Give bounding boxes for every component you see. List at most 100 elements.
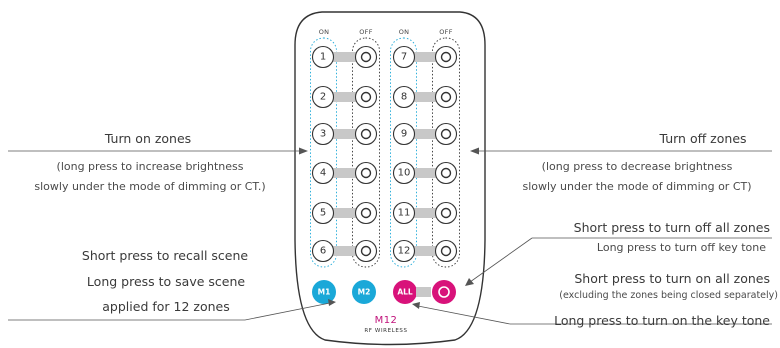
zone-1-label: 1 [320, 52, 326, 63]
row-connector [332, 92, 357, 102]
row-connector [413, 168, 437, 178]
off-ring-icon [360, 128, 372, 140]
zone-7-off-button [434, 45, 458, 69]
zone-12-off-button [434, 239, 458, 263]
row-connector [413, 208, 437, 218]
row-connector [332, 129, 357, 139]
row-connector [413, 92, 437, 102]
zone-12-label: 12 [398, 246, 411, 257]
zone-10-on-button [392, 161, 416, 185]
on-all-text: Short press to turn on all zones [574, 271, 770, 286]
scene-line-diag [244, 302, 331, 321]
off-ring-icon [360, 51, 372, 63]
zone-7-label: 7 [401, 52, 407, 63]
off-ring-icon [440, 167, 452, 179]
zone-2-on-button [311, 85, 335, 109]
zone-3-on-button [311, 122, 335, 146]
off-ring-icon [440, 51, 452, 63]
turn-on-arrowhead [299, 147, 308, 155]
zone-11-off-button [434, 201, 458, 225]
col-on-header-2: ON [398, 28, 410, 36]
zone-3-off-button [354, 122, 378, 146]
row-connector [332, 208, 357, 218]
turn-off-desc-1: (long press to decrease brightness [541, 160, 733, 173]
all-off-button [432, 280, 456, 304]
zone-4-off-button [354, 161, 378, 185]
row-connector [413, 246, 437, 256]
on-key-tone-text: Long press to turn on the key tone [554, 313, 770, 328]
col-off-header-1: OFF [359, 28, 373, 36]
zone-5-label: 5 [320, 208, 326, 219]
zone-8-off-button [434, 85, 458, 109]
on-column-outline-left [310, 37, 337, 268]
zone-5-on-button [311, 201, 335, 225]
zone-1-on-button [311, 45, 335, 69]
zone-7-on-button [392, 45, 416, 69]
brand-subtitle: RF WIRELESS [364, 328, 408, 334]
m2-label: M2 [358, 288, 371, 297]
off-key-tone-text: Long press to turn off key tone [596, 241, 766, 254]
row-connector [332, 168, 357, 178]
turn-on-desc-1: (long press to increase brightness [56, 160, 244, 173]
off-all-text: Short press to turn off all zones [573, 220, 770, 235]
zone-10-label: 10 [398, 168, 411, 179]
off-all-line-diag [469, 237, 533, 283]
m2-button [352, 280, 376, 304]
save-scene-text: Long press to save scene [86, 274, 246, 289]
zone-9-label: 9 [401, 129, 407, 140]
zone-1-off-button [354, 45, 378, 69]
all-on-button [393, 280, 417, 304]
zone-12-on-button [392, 239, 416, 263]
turn-off-arrowhead [470, 147, 479, 155]
key-tone-arrowhead [412, 302, 420, 309]
zone-8-on-button [392, 85, 416, 109]
turn-off-desc-2: slowly under the mode of dimming or CT) [522, 180, 752, 193]
zone-6-on-button [311, 239, 335, 263]
m1-label: M1 [318, 288, 331, 297]
row-connector [332, 246, 357, 256]
off-ring-icon [440, 207, 452, 219]
off-ring-icon [440, 245, 452, 257]
col-on-header-1: ON [318, 28, 330, 36]
zone-11-label: 11 [398, 208, 411, 219]
turn-off-zones-title: Turn off zones [659, 131, 747, 146]
on-column-outline-right [390, 37, 417, 268]
row-connector [332, 52, 357, 62]
zone-6-off-button [354, 239, 378, 263]
zone-5-off-button [354, 201, 378, 225]
zone-4-on-button [311, 161, 335, 185]
zone-8-label: 8 [401, 92, 407, 103]
zone-11-on-button [392, 201, 416, 225]
all-label: ALL [397, 288, 413, 297]
all-connector [416, 287, 431, 297]
zone-10-off-button [434, 161, 458, 185]
turn-on-zones-title: Turn on zones [104, 131, 192, 146]
recall-scene-text: Short press to recall scene [81, 248, 249, 263]
off-column-outline-left [352, 37, 380, 268]
zone-3-label: 3 [320, 129, 326, 140]
col-off-header-2: OFF [439, 28, 453, 36]
off-ring-icon [360, 245, 372, 257]
applied-zones-text: applied for 12 zones [102, 299, 230, 314]
key-tone-line-diag [417, 305, 511, 325]
row-connector [413, 52, 437, 62]
off-all-arrowhead [465, 278, 474, 286]
zone-4-label: 4 [320, 168, 326, 179]
brand-logo: M12 [374, 315, 398, 326]
zone-9-off-button [434, 122, 458, 146]
off-ring-icon [360, 167, 372, 179]
off-ring-icon [440, 91, 452, 103]
zone-2-off-button [354, 85, 378, 109]
zone-9-on-button [392, 122, 416, 146]
turn-on-desc-2: slowly under the mode of dimming or CT.) [34, 180, 266, 193]
on-all-note: (excluding the zones being closed separa… [559, 290, 778, 301]
scene-arrowhead [328, 299, 336, 306]
off-ring-icon [360, 91, 372, 103]
off-ring-icon [440, 128, 452, 140]
zone-2-label: 2 [320, 92, 326, 103]
off-ring-icon [360, 207, 372, 219]
off-column-outline-right [432, 37, 460, 268]
row-connector [413, 129, 437, 139]
